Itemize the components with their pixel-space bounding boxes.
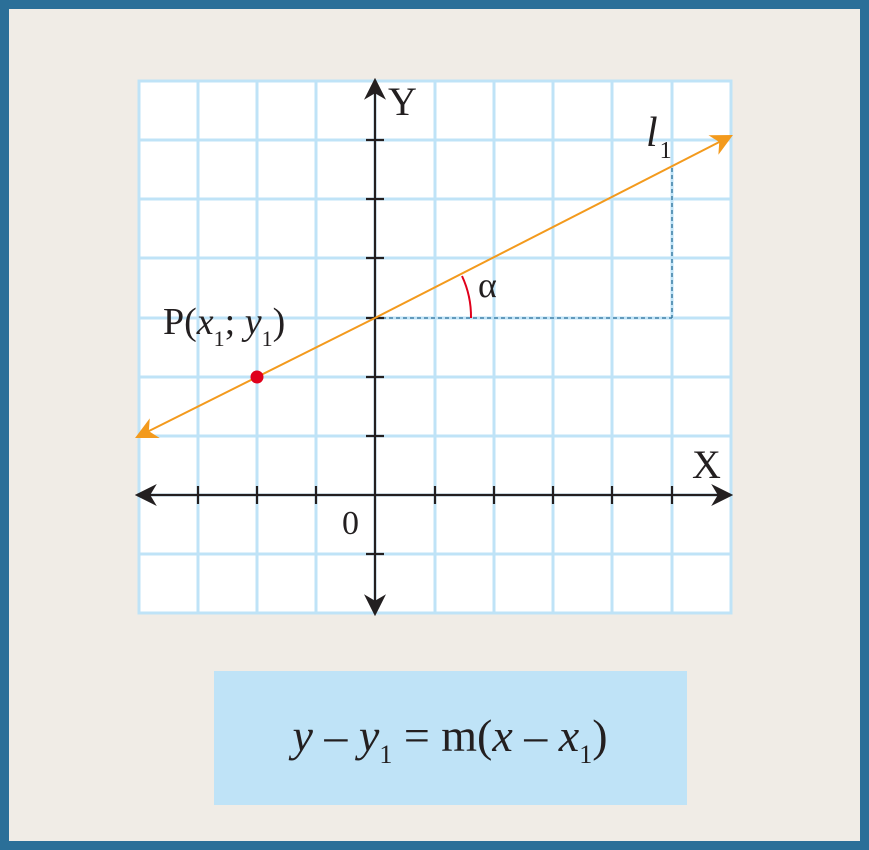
y-axis-label: Y xyxy=(388,79,417,124)
formula-minus-2: – xyxy=(513,710,559,761)
guide-lines xyxy=(375,168,673,319)
angle-label: α xyxy=(478,265,497,305)
axis-ticks xyxy=(196,138,674,556)
point-label-prefix: P( xyxy=(163,301,197,343)
formula-svg: y – y1 = m(x – x1) xyxy=(288,710,607,769)
point-x-sub: 1 xyxy=(214,326,225,351)
angle-arc xyxy=(461,275,473,319)
line-label-letter: l xyxy=(646,110,658,156)
grid xyxy=(137,79,733,615)
line-label-subscript: 1 xyxy=(660,138,672,164)
point-label-suffix: ) xyxy=(273,301,286,343)
point-y-var: y xyxy=(241,301,262,343)
point-x-var: x xyxy=(196,301,214,343)
formula-eq-m: = m( xyxy=(392,710,492,761)
formula-minus-1: – xyxy=(313,710,359,761)
point-label: P(x1; y1) xyxy=(163,301,285,351)
formula-x1: x xyxy=(558,710,580,761)
origin-label: 0 xyxy=(342,505,359,542)
point-p xyxy=(250,370,264,384)
point-y-sub: 1 xyxy=(262,326,273,351)
point-sep: ; xyxy=(225,301,245,343)
x-axis-label: X xyxy=(692,442,721,487)
line-label: l1 xyxy=(646,110,672,164)
formula-y1: y xyxy=(355,710,380,761)
formula-box: y – y1 = m(x – x1) xyxy=(214,671,687,805)
formula-x: x xyxy=(491,710,513,761)
formula-y: y xyxy=(288,710,313,761)
point-slope-formula: y – y1 = m(x – x1) xyxy=(288,710,607,769)
formula-close: ) xyxy=(592,710,607,761)
formula-x1-sub: 1 xyxy=(579,740,592,769)
formula-y1-sub: 1 xyxy=(379,740,392,769)
